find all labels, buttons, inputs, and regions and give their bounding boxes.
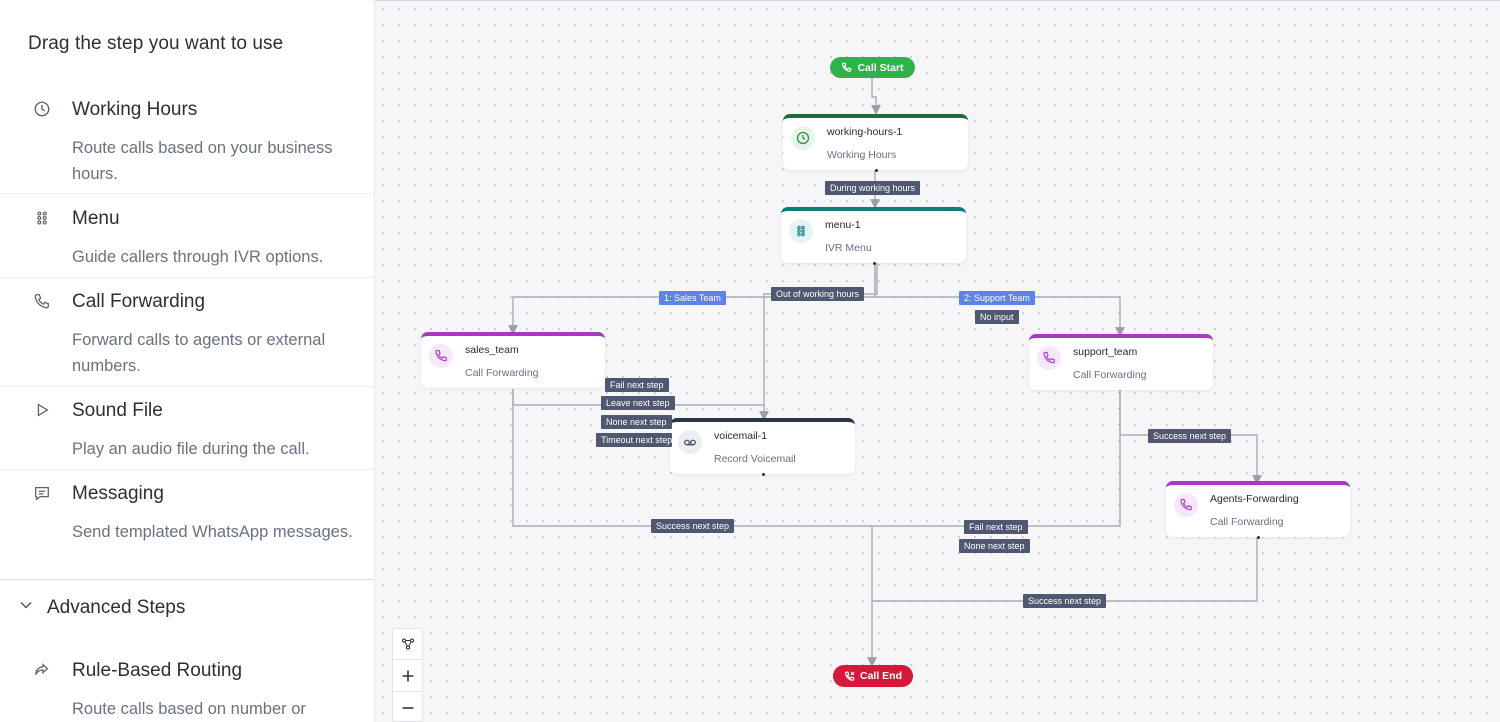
- step-description: Send templated WhatsApp messages.: [72, 523, 353, 541]
- palette-step-call-forwarding[interactable]: Call Forwarding Forward calls to agents …: [0, 291, 374, 387]
- call-end-node[interactable]: Call End: [833, 665, 913, 687]
- edge-agents-end: [872, 537, 1258, 602]
- flow-canvas[interactable]: Call Start working-hours-1 Working Hours…: [375, 0, 1500, 722]
- flow-node-voicemail[interactable]: voicemail-1 Record Voicemail: [670, 418, 855, 476]
- node-title: sales_team: [465, 344, 519, 356]
- zoom-in-button[interactable]: [393, 661, 422, 692]
- node-subtitle: Record Voicemail: [714, 453, 796, 465]
- node-title: menu-1: [825, 219, 861, 231]
- output-handle[interactable]: [874, 169, 878, 172]
- edge-label-success-support[interactable]: Success next step: [1148, 429, 1232, 443]
- palette-step-menu[interactable]: Menu Guide callers through IVR options.: [0, 208, 374, 278]
- step-name: Working Hours: [72, 99, 198, 120]
- clock-icon: [791, 126, 815, 150]
- flow-edges: [508, 78, 1262, 667]
- edge-label-leave-next-step[interactable]: Leave next step: [601, 396, 675, 410]
- edge-label-during-working-hours[interactable]: During working hours: [825, 181, 921, 195]
- step-name: Messaging: [72, 483, 164, 504]
- edge-label-success-agents[interactable]: Success next step: [1023, 594, 1107, 608]
- advanced-steps-label: Advanced Steps: [47, 597, 186, 618]
- edge-label-no-input[interactable]: No input: [975, 310, 1019, 324]
- flow-node-sales-team[interactable]: sales_team Call Forwarding: [421, 332, 605, 388]
- edge-out-of-hours-voicemail: [759, 263, 878, 421]
- flow-node-working-hours[interactable]: working-hours-1 Working Hours: [783, 114, 968, 172]
- plus-icon: [401, 669, 415, 683]
- palette-step-rule-based-routing[interactable]: Rule-Based Routing Route calls based on …: [0, 660, 374, 722]
- voicemail-icon: [678, 430, 702, 454]
- phone-call-icon: [841, 62, 852, 73]
- node-subtitle: IVR Menu: [825, 242, 872, 254]
- output-handle[interactable]: [1257, 536, 1260, 539]
- phone-icon: [33, 292, 53, 312]
- edge-label-success-sales[interactable]: Success next step: [651, 519, 735, 533]
- chevron-down-icon: [19, 598, 33, 612]
- fit-view-icon: [401, 637, 415, 651]
- phone-icon: [1174, 493, 1198, 517]
- palette-step-messaging[interactable]: Messaging Send templated WhatsApp messag…: [0, 483, 374, 579]
- minus-icon: [401, 701, 415, 715]
- call-start-node[interactable]: Call Start: [830, 57, 915, 78]
- advanced-steps-toggle[interactable]: Advanced Steps: [0, 595, 374, 625]
- edge-start-working-hours: [871, 78, 881, 115]
- call-end-label: Call End: [859, 670, 902, 682]
- grid-dots-icon: [33, 209, 53, 229]
- edge-sales-end: [512, 389, 872, 527]
- node-title: support_team: [1073, 346, 1138, 358]
- zoom-out-button[interactable]: [393, 692, 422, 722]
- message-icon: [33, 484, 53, 504]
- output-handle[interactable]: [761, 473, 765, 476]
- phone-icon: [429, 344, 453, 368]
- step-name: Call Forwarding: [72, 291, 206, 312]
- edge-label-fail-support[interactable]: Fail next step: [964, 520, 1028, 534]
- node-subtitle: Call Forwarding: [1073, 369, 1147, 381]
- canvas-controls: [392, 628, 423, 722]
- step-palette-sidebar: Drag the step you want to use Working Ho…: [0, 0, 375, 722]
- flow-node-support-team[interactable]: support_team Call Forwarding: [1029, 334, 1213, 390]
- divider: [0, 579, 374, 580]
- palette-step-sound-file[interactable]: Sound File Play an audio file during the…: [0, 400, 374, 470]
- call-end-icon: [844, 671, 855, 682]
- share-arrow-icon: [33, 661, 53, 681]
- node-subtitle: Call Forwarding: [465, 367, 539, 379]
- node-title: voicemail-1: [714, 430, 768, 442]
- edge-label-sales-team[interactable]: 1: Sales Team: [659, 291, 726, 305]
- node-title: working-hours-1: [827, 126, 903, 138]
- step-description: Play an audio file during the call.: [72, 440, 310, 458]
- edge-label-out-of-working-hours[interactable]: Out of working hours: [771, 287, 865, 301]
- play-icon: [33, 401, 53, 421]
- grid-dots-icon: [789, 219, 813, 243]
- node-subtitle: Working Hours: [827, 149, 897, 161]
- call-start-label: Call Start: [857, 61, 904, 74]
- clock-icon: [33, 100, 53, 120]
- edge-label-none-next-step[interactable]: None next step: [601, 415, 672, 429]
- flow-node-menu[interactable]: menu-1 IVR Menu: [781, 207, 966, 265]
- flow-node-agents-forwarding[interactable]: Agents-Forwarding Call Forwarding: [1166, 481, 1350, 539]
- step-description: Forward calls to agents or external numb…: [72, 331, 326, 375]
- edge-support-end: [872, 390, 1121, 527]
- sidebar-title: Drag the step you want to use: [28, 33, 284, 54]
- node-subtitle: Call Forwarding: [1210, 516, 1284, 528]
- edge-label-support-team[interactable]: 2: Support Team: [959, 291, 1035, 305]
- node-title: Agents-Forwarding: [1210, 493, 1299, 505]
- step-name: Menu: [72, 208, 120, 229]
- palette-step-working-hours[interactable]: Working Hours Route calls based on your …: [0, 99, 374, 194]
- phone-icon: [1037, 346, 1061, 370]
- step-name: Sound File: [72, 400, 163, 421]
- edge-label-none-support[interactable]: None next step: [959, 539, 1030, 553]
- step-description: Guide callers through IVR options.: [72, 248, 324, 266]
- fit-view-button[interactable]: [393, 629, 422, 660]
- output-handle[interactable]: [872, 262, 876, 265]
- edge-label-fail-next-step[interactable]: Fail next step: [605, 378, 669, 392]
- edge-label-timeout-next-step[interactable]: Timeout next step: [596, 433, 672, 447]
- step-description: Route calls based on number or: [72, 700, 306, 718]
- step-name: Rule-Based Routing: [72, 660, 243, 681]
- step-description: Route calls based on your business hours…: [72, 139, 333, 183]
